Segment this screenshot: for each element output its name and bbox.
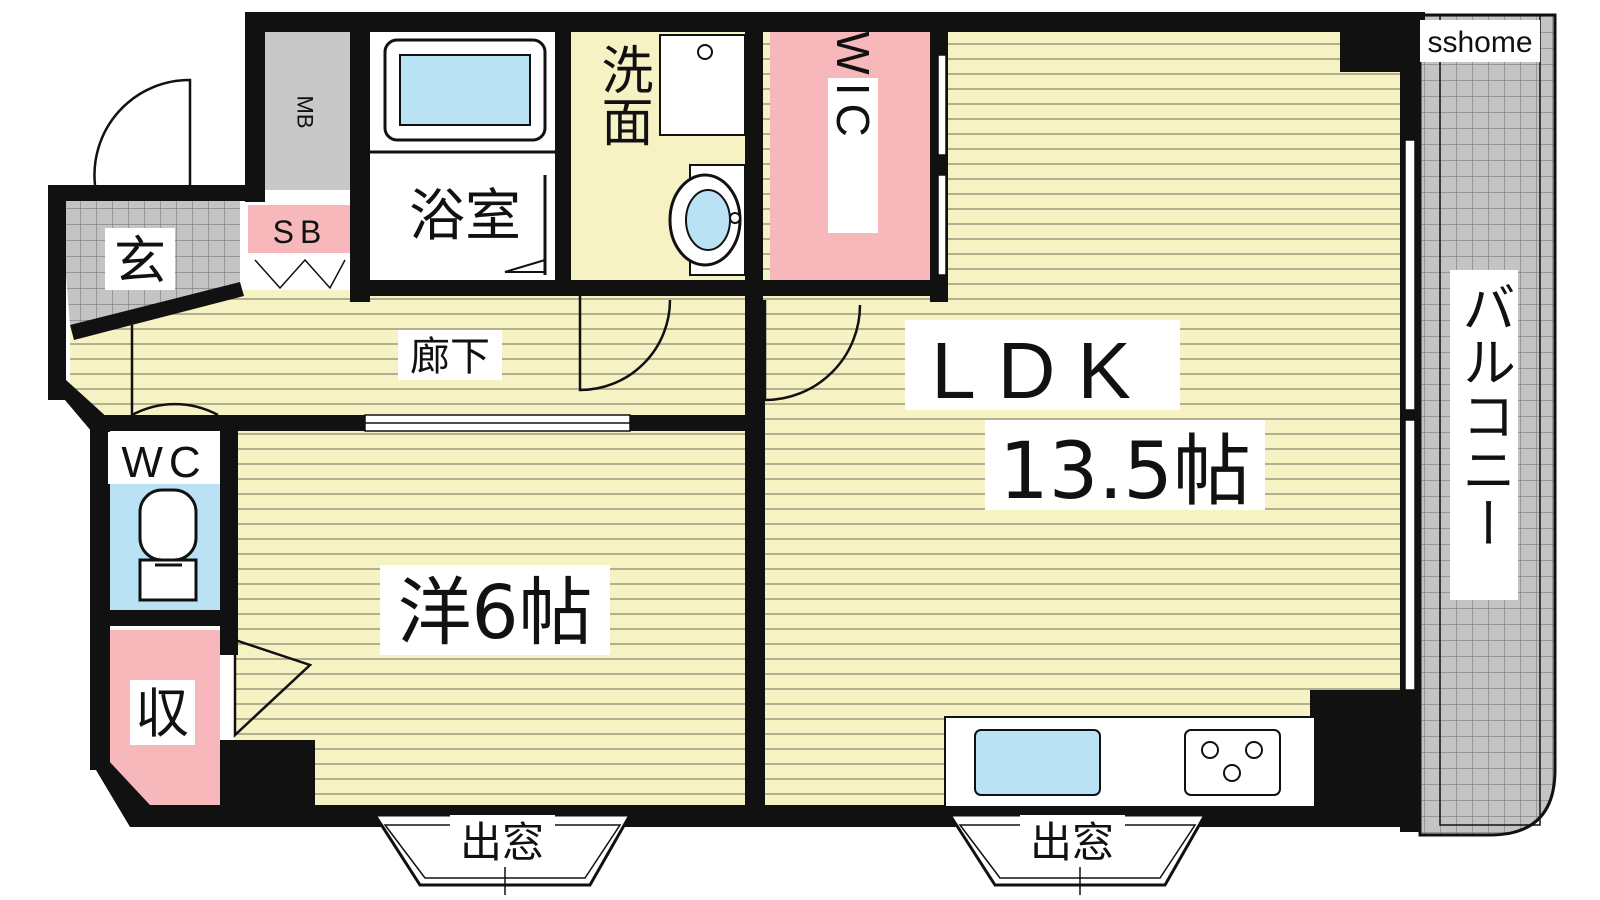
washroom-label: 洗面 xyxy=(592,43,652,147)
shoe-box-label: SB xyxy=(273,214,328,250)
western-room-label: 洋6帖 xyxy=(397,570,592,656)
storage-label: 収 xyxy=(135,682,189,745)
entrance-label: 玄 xyxy=(114,232,166,292)
bay-window-right-label: 出窓 xyxy=(1030,818,1114,867)
meter-box-label: MB xyxy=(293,96,318,129)
ldk-label: LDK xyxy=(931,326,1153,415)
hallway-label: 廊下 xyxy=(410,334,490,380)
toilet-label: WC xyxy=(121,438,206,487)
bay-window-left-label: 出窓 xyxy=(460,818,544,867)
ldk-size-label: 13.5帖 xyxy=(999,427,1251,517)
walk-in-closet-label: WIC xyxy=(827,31,879,144)
watermark-text: sshome xyxy=(1427,26,1532,59)
balcony-label: バルコニー xyxy=(1453,280,1516,550)
doors xyxy=(93,78,862,738)
fixtures xyxy=(138,34,1416,808)
room-labels: sshome 玄 MB SB 浴室 洗面 WIC 廊下 WC 収 洋6帖 LDK… xyxy=(105,20,1540,867)
bathroom-label: 浴室 xyxy=(409,184,521,249)
